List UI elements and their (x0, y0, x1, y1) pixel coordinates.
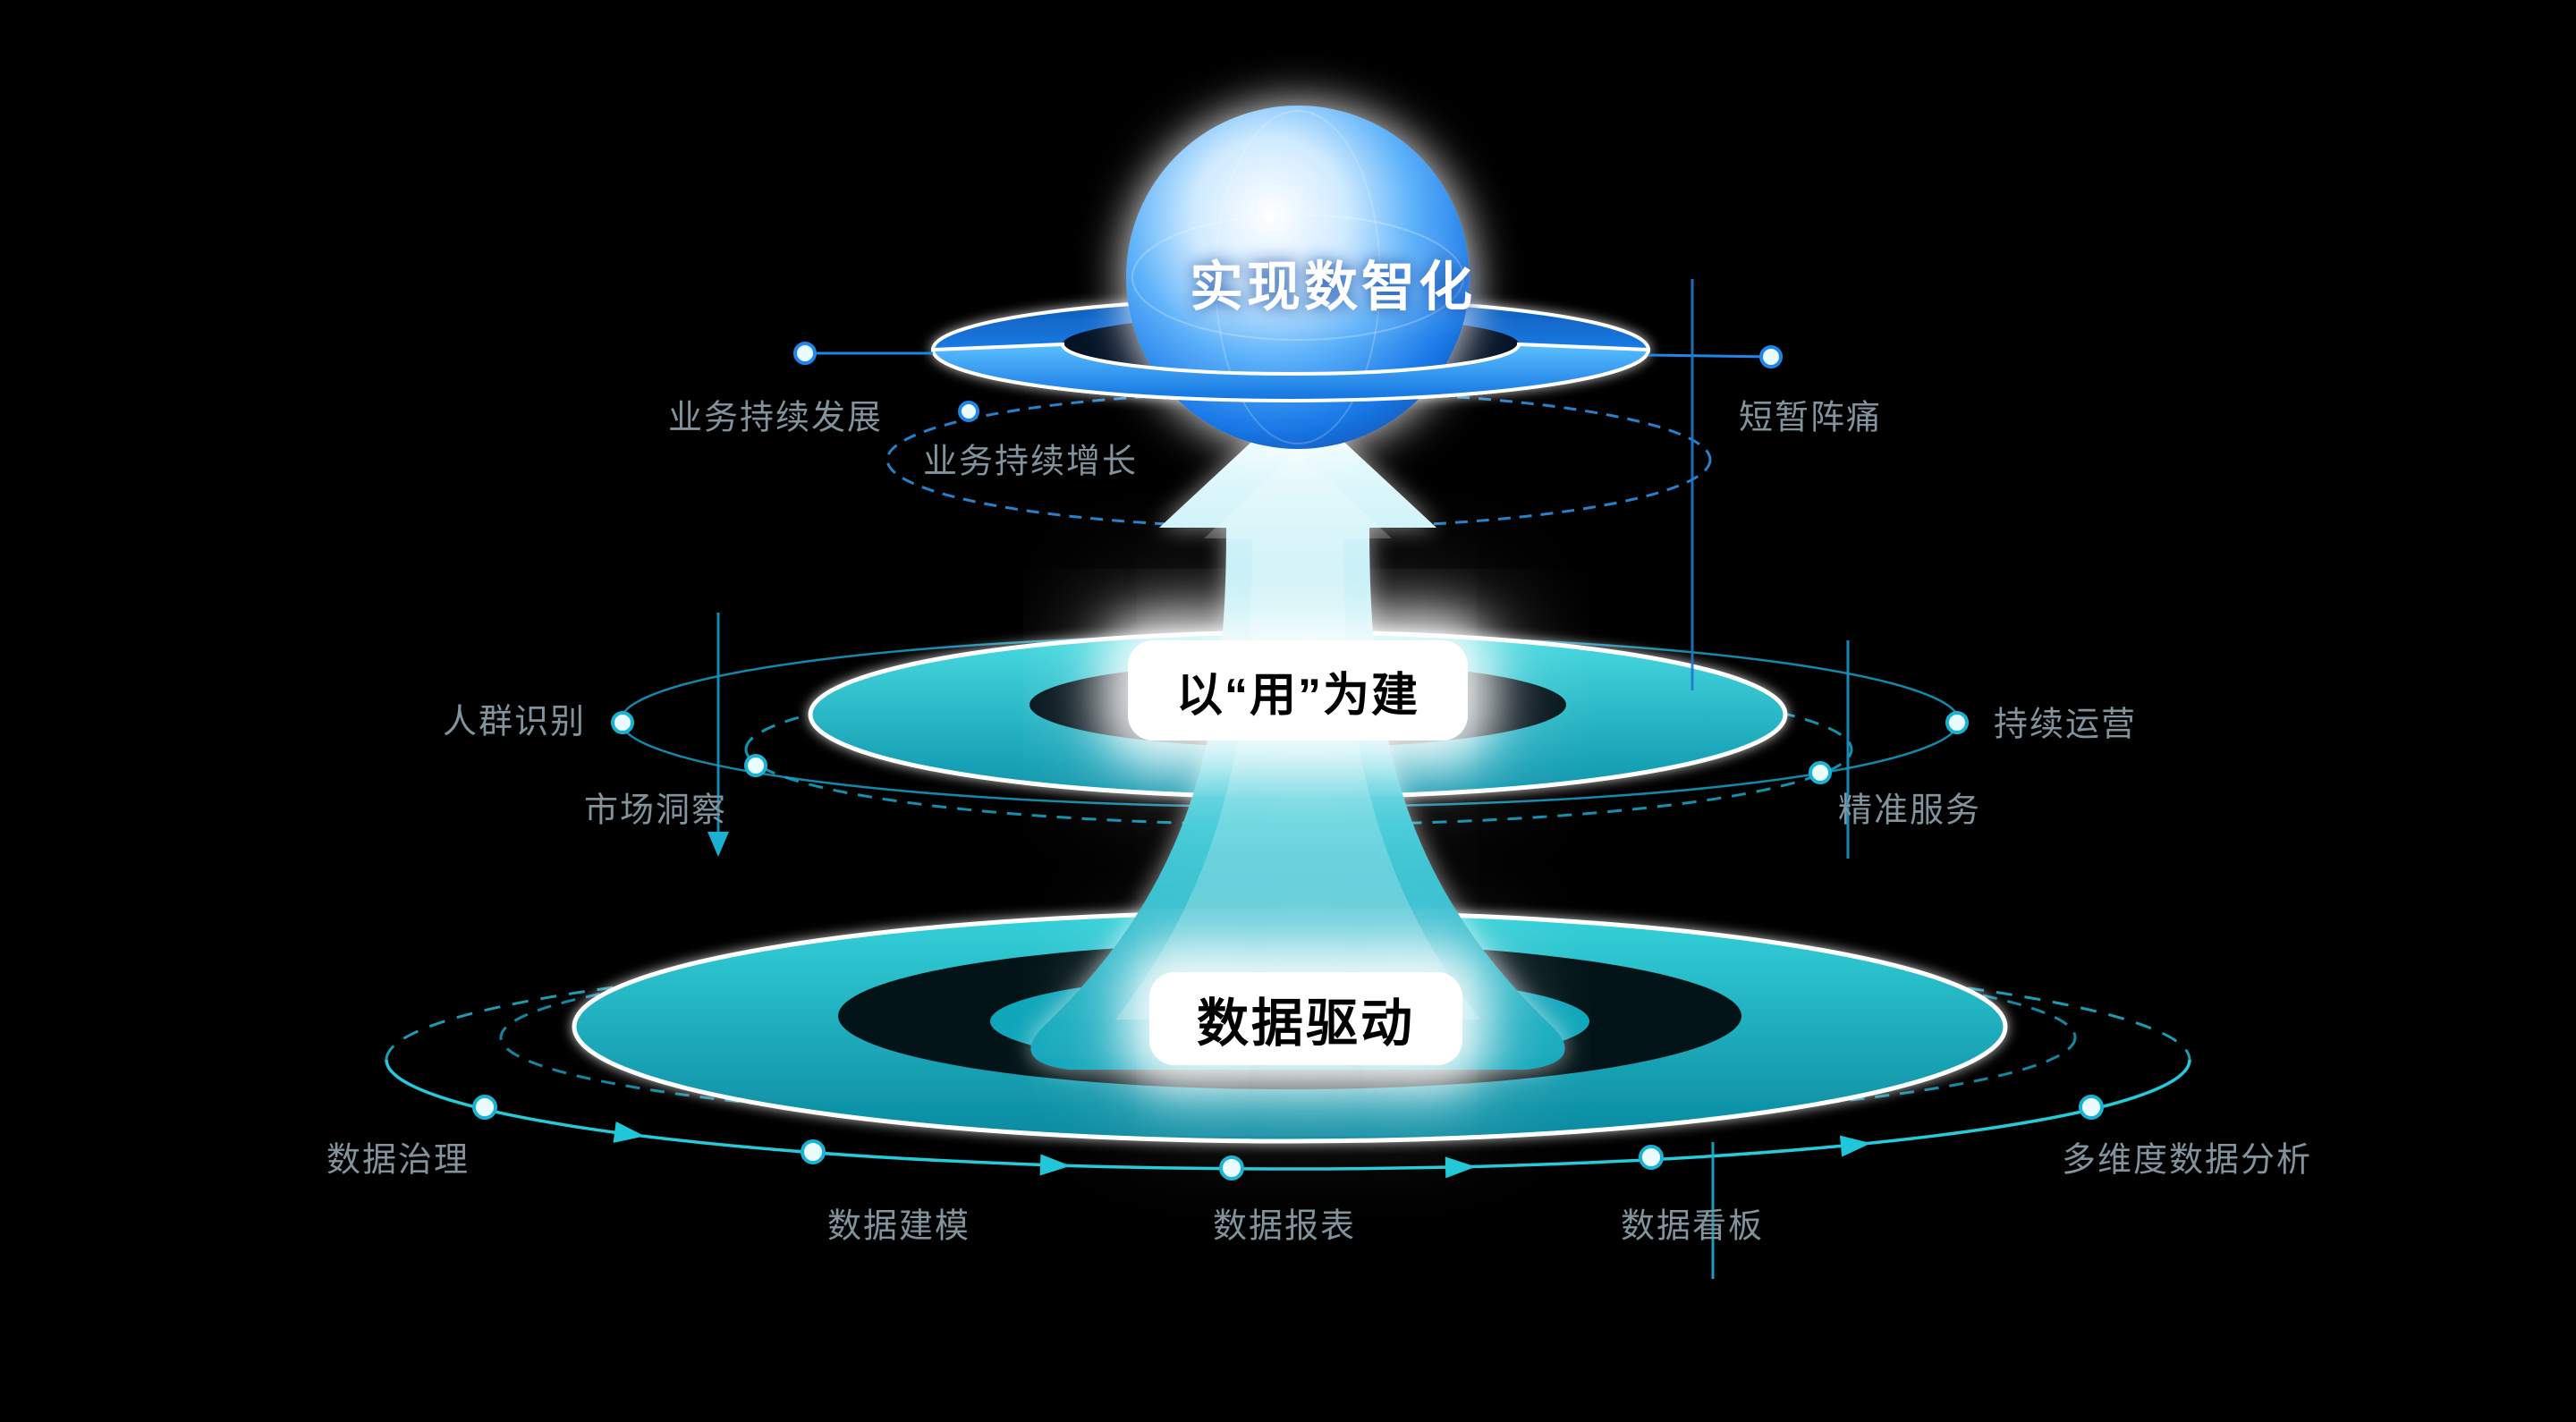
node-dot (611, 711, 634, 734)
node-dot (1639, 1145, 1664, 1170)
middle-tier-title: 以“用”为建 (1175, 669, 1419, 722)
top-tier (930, 106, 1651, 449)
node-dot (1759, 345, 1783, 368)
globe-sphere (1126, 106, 1470, 449)
label-business-continuous-development: 业务持续发展 (667, 399, 884, 437)
node-dot (1945, 711, 1969, 734)
bottom-tier-title: 数据驱动 (1196, 995, 1415, 1053)
label-business-continuous-growth: 业务持续增长 (922, 443, 1139, 481)
middle-dashed-orbit-front (744, 749, 1853, 826)
label-continuous-operation: 持续运营 (1993, 706, 2138, 744)
globe-latitude-line (1131, 214, 1464, 341)
bottom-outer-orbit-front (385, 1059, 2191, 1171)
top-dashed-orbit (886, 390, 1712, 529)
flow-arrow-icon (1839, 1135, 1871, 1157)
node-dot (2079, 1095, 2104, 1120)
node-dot (958, 401, 979, 422)
top-ring-front-band (930, 342, 1651, 402)
node-dot (1219, 1155, 1244, 1181)
node-dot (801, 1139, 826, 1164)
down-arrow-icon (708, 832, 729, 857)
label-data-dashboard: 数据看板 (1620, 1207, 1765, 1246)
orbit-nodes (472, 342, 2104, 1181)
bottom-tier-title-box: 数据驱动 (1149, 972, 1462, 1065)
label-precise-service: 精准服务 (1837, 791, 1982, 830)
node-dot (1809, 761, 1832, 784)
label-market-insight: 市场洞察 (583, 791, 728, 830)
flow-arrow-icon (1445, 1156, 1476, 1179)
node-dot (744, 754, 767, 777)
label-audience-identification: 人群识别 (442, 703, 587, 741)
label-data-reports: 数据报表 (1212, 1207, 1357, 1246)
top-tier-title: 实现数智化 (1190, 257, 1476, 317)
label-data-modeling: 数据建模 (826, 1207, 971, 1246)
globe-longitude-line (1215, 110, 1381, 444)
label-data-governance: 数据治理 (326, 1141, 470, 1180)
label-short-term-pain: 短暂阵痛 (1738, 399, 1883, 437)
label-multidimensional-data-analysis: 多维度数据分析 (2061, 1141, 2313, 1180)
node-dot (472, 1095, 497, 1120)
flow-arrow-icon (613, 1122, 645, 1143)
connector-lines (708, 279, 1850, 1370)
flow-arrow-icon (1039, 1154, 1071, 1176)
top-ring-right-extension-line (1648, 353, 1772, 359)
middle-tier-title-box: 以“用”为建 (1128, 640, 1468, 741)
node-dot (793, 342, 817, 365)
